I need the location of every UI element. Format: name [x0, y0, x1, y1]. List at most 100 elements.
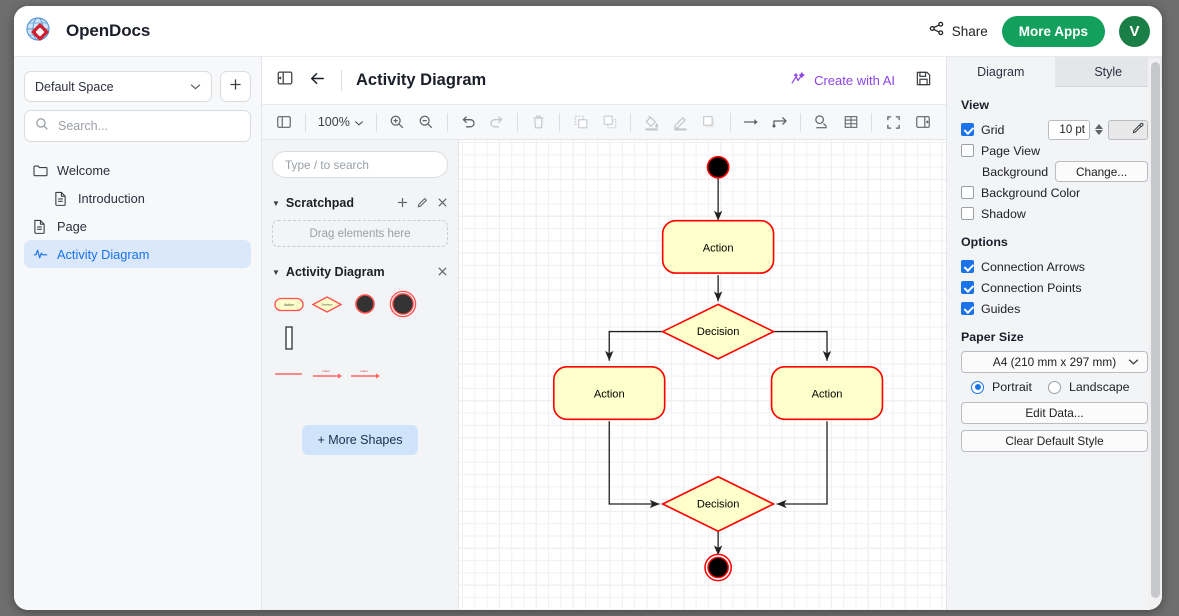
- stepper-down-icon[interactable]: [1095, 130, 1103, 135]
- connection-points-row: Connection Points: [961, 277, 1148, 298]
- connection-arrows-checkbox[interactable]: [961, 260, 974, 273]
- eyedropper-icon: [1132, 122, 1144, 137]
- shadow-icon[interactable]: [695, 109, 724, 135]
- stepper-up-icon[interactable]: [1095, 124, 1103, 129]
- format-panel-icon[interactable]: [908, 109, 938, 135]
- plus-icon[interactable]: [397, 197, 408, 210]
- background-color-row: Background Color: [961, 182, 1148, 203]
- zoom-in-icon[interactable]: [383, 109, 412, 135]
- sidebar-item-introduction[interactable]: Introduction: [24, 184, 251, 212]
- background-color-checkbox[interactable]: [961, 186, 974, 199]
- shadow-checkbox[interactable]: [961, 207, 974, 220]
- triangle-down-icon[interactable]: ▼: [272, 198, 280, 208]
- zoom-out-icon[interactable]: [412, 109, 441, 135]
- delete-trash-icon[interactable]: [524, 109, 553, 135]
- svg-text:Decision: Decision: [697, 326, 739, 338]
- sidebar-item-activity-diagram[interactable]: Activity Diagram: [24, 240, 251, 268]
- action-node-2: Action: [552, 366, 666, 421]
- scratchpad-dropzone[interactable]: Drag elements here: [272, 220, 448, 247]
- more-apps-button[interactable]: More Apps: [1001, 15, 1105, 47]
- orientation-row: Portrait Landscape: [961, 380, 1148, 394]
- connection-points-checkbox[interactable]: [961, 281, 974, 294]
- divider: [729, 112, 731, 132]
- app-body: Default Space: [14, 57, 1162, 610]
- decision-diamond-shape[interactable]: Decision: [310, 289, 343, 319]
- panel-toggle-icon[interactable]: [270, 109, 299, 135]
- close-icon[interactable]: [437, 266, 448, 279]
- background-color-label: Background Color: [981, 185, 1081, 200]
- waypoints-icon[interactable]: [807, 109, 836, 135]
- svg-text:Action: Action: [703, 242, 734, 254]
- document-header-actions: Create with AI: [790, 70, 932, 92]
- line-color-icon[interactable]: [666, 109, 695, 135]
- avatar[interactable]: V: [1119, 15, 1150, 47]
- add-space-button[interactable]: [220, 71, 251, 102]
- shape-search-box[interactable]: [272, 151, 448, 178]
- clear-default-style-button[interactable]: Clear Default Style: [961, 430, 1148, 452]
- top-bar: OpenDocs Share More Apps V: [14, 6, 1162, 57]
- panel-left-toggle-icon[interactable]: [276, 69, 294, 92]
- search-input[interactable]: [58, 119, 240, 133]
- paper-size-section-title: Paper Size: [961, 330, 1024, 344]
- vertical-bar-shape[interactable]: [272, 323, 305, 353]
- guides-checkbox[interactable]: [961, 302, 974, 315]
- final-node-shape[interactable]: [386, 289, 419, 319]
- app-window: OpenDocs Share More Apps V Default Spa: [14, 6, 1162, 610]
- initial-node-shape[interactable]: [348, 289, 381, 319]
- paper-size-select[interactable]: A4 (210 mm x 297 mm): [961, 351, 1148, 373]
- send-to-back-icon[interactable]: [595, 109, 624, 135]
- tab-style[interactable]: Style: [1054, 57, 1162, 87]
- tab-diagram[interactable]: Diagram: [947, 57, 1055, 87]
- edit-data-button[interactable]: Edit Data...: [961, 402, 1148, 424]
- arrow-line-2-shape[interactable]: Label: [348, 359, 381, 389]
- close-icon[interactable]: [437, 197, 448, 210]
- sidebar-item-page[interactable]: Page: [24, 212, 251, 240]
- activity-diagram-actions: [437, 266, 448, 279]
- triangle-down-icon[interactable]: ▼: [272, 267, 280, 277]
- create-with-ai-button[interactable]: Create with AI: [790, 71, 895, 91]
- action-node-3: Action: [770, 366, 884, 421]
- bring-to-front-icon[interactable]: [566, 109, 595, 135]
- arrow-line-shape[interactable]: Label: [310, 359, 343, 389]
- fill-color-icon[interactable]: [637, 109, 666, 135]
- decision-node-2: Decision: [660, 475, 776, 533]
- redo-icon[interactable]: [482, 109, 511, 135]
- sidebar-item-welcome[interactable]: Welcome: [24, 156, 251, 184]
- action-node-1: Action: [661, 219, 775, 274]
- grid-size-stepper[interactable]: [1095, 124, 1103, 135]
- share-button[interactable]: Share: [928, 20, 988, 42]
- undo-icon[interactable]: [454, 109, 483, 135]
- landscape-radio[interactable]: [1047, 380, 1061, 394]
- page-view-checkbox[interactable]: [961, 144, 974, 157]
- zoom-level-selector[interactable]: 100%: [312, 115, 370, 129]
- portrait-radio[interactable]: [971, 380, 984, 394]
- back-button[interactable]: [308, 69, 327, 93]
- diagram-svg: Action Decision Action: [552, 155, 884, 582]
- elbow-connector-icon[interactable]: [765, 109, 794, 135]
- search-box[interactable]: [24, 110, 251, 142]
- divider: [446, 112, 448, 132]
- fullscreen-icon[interactable]: [878, 109, 908, 135]
- shape-search-input[interactable]: [285, 157, 435, 172]
- sparkles-icon: [790, 71, 807, 91]
- brand[interactable]: OpenDocs: [14, 16, 150, 46]
- svg-text:Action: Action: [284, 303, 294, 307]
- grid-color-picker[interactable]: [1108, 119, 1148, 140]
- grid-checkbox[interactable]: [961, 123, 974, 136]
- divider: [871, 112, 873, 132]
- table-icon[interactable]: [836, 109, 865, 135]
- straight-connector-icon[interactable]: [737, 109, 766, 135]
- diagram-canvas[interactable]: Action Decision Action: [459, 140, 946, 610]
- page-scrollbar-thumb[interactable]: [1150, 62, 1160, 598]
- save-disk-icon[interactable]: [915, 70, 932, 92]
- action-rounded-shape[interactable]: Action: [272, 289, 305, 319]
- more-shapes-button[interactable]: + More Shapes: [302, 425, 418, 455]
- scratchpad-section-header: ▼ Scratchpad: [272, 196, 448, 210]
- pencil-icon[interactable]: [417, 197, 428, 210]
- plain-line-shape[interactable]: [272, 359, 305, 389]
- grid-size-input[interactable]: 10 pt: [1048, 119, 1090, 140]
- svg-text:Decision: Decision: [321, 302, 332, 306]
- space-selector[interactable]: Default Space: [24, 71, 212, 102]
- grid-size-controls: 10 pt: [1048, 119, 1148, 140]
- background-change-button[interactable]: Change...: [1055, 161, 1148, 182]
